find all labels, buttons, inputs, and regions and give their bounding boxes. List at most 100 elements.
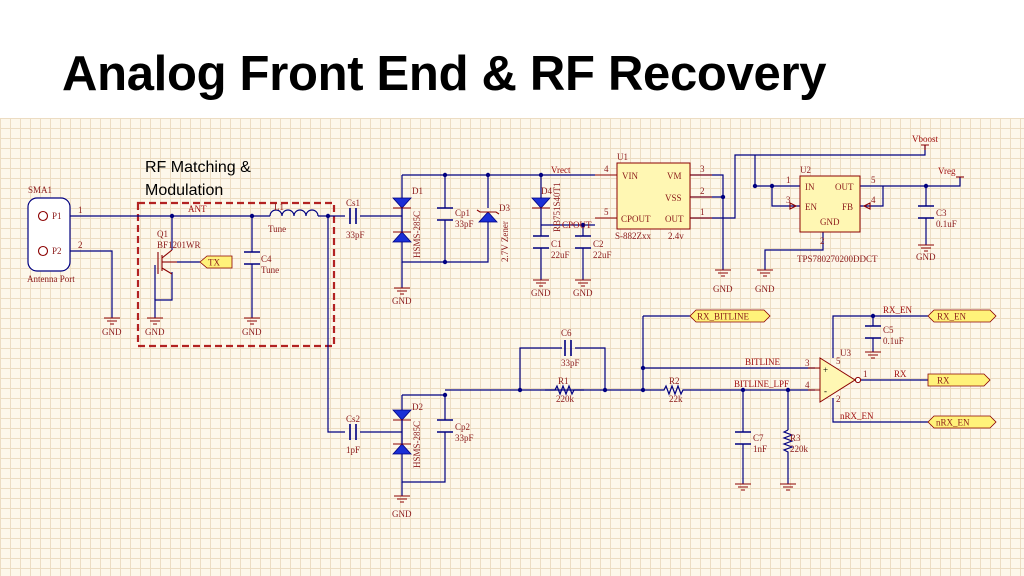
sma-connector: SMA1 P1 P2 Antenna Port 1 2: [27, 185, 83, 284]
u3-pin-num-5: 5: [836, 356, 841, 366]
u1-ic: U1 VIN VM VSS CPOUT OUT 4 5 3 2 1 S-882Z…: [595, 152, 712, 241]
gnd-q1-label: GND: [145, 327, 165, 337]
cp1-ref: Cp1: [455, 208, 470, 218]
net-tx: TX: [208, 258, 220, 268]
u1-pin-out: OUT: [665, 214, 684, 224]
r1-value: 220k: [556, 394, 575, 404]
gnd-u1-label: GND: [713, 284, 733, 294]
d3-value: 2.7V Zener: [500, 221, 510, 262]
u2-ref: U2: [800, 165, 811, 175]
sma-pin-p2: P2: [52, 246, 62, 256]
junctions: [169, 172, 929, 398]
cs2-capacitor: Cs2 1pF: [346, 414, 360, 455]
gnd-u1: GND: [713, 269, 733, 294]
port-rx-en: RX_EN: [937, 312, 967, 322]
port-rx-bitline: RX_BITLINE: [697, 312, 749, 322]
c4-ref: C4: [261, 254, 272, 264]
gnd-r3: [780, 483, 796, 491]
c4-capacitor: C4 Tune: [244, 251, 279, 275]
gnd-c2-label: GND: [573, 288, 593, 298]
cs2-value: 1pF: [346, 445, 360, 455]
u3-pin-num-1: 1: [863, 369, 868, 379]
u1-pin-num-out: 1: [700, 207, 705, 217]
gnd-c3: GND: [916, 244, 936, 262]
u1-voltage: 2.4v: [668, 231, 684, 241]
u1-value: S-882Zxx: [615, 231, 652, 241]
c5-ref: C5: [883, 325, 894, 335]
net-ant: ANT: [188, 204, 207, 214]
d4-value: RB751S40T1: [552, 182, 562, 232]
gnd-c1: GND: [531, 279, 551, 298]
sma-ref: SMA1: [28, 185, 52, 195]
c5-value: 0.1uF: [883, 336, 904, 346]
c7-ref: C7: [753, 433, 764, 443]
c6-value: 33pF: [561, 358, 580, 368]
schematic-sheet: RF Matching & Modulation SMA1 P1 P2 Ante…: [0, 118, 1024, 576]
sma-pin-num-2: 2: [78, 240, 83, 250]
cp2-capacitor: Cp2 33pF: [437, 419, 474, 444]
l1-value: Tune: [268, 224, 286, 234]
cp2-value: 33pF: [455, 433, 474, 443]
sma-pin-p1: P1: [52, 211, 62, 221]
c1-value: 22uF: [551, 250, 570, 260]
u3-pin-num-3: 3: [805, 358, 810, 368]
u2-en-pin-arrow: [789, 202, 798, 210]
c7-capacitor: C7 1nF: [735, 431, 767, 454]
gnd-d2-label: GND: [392, 509, 412, 519]
cs1-ref: Cs1: [346, 198, 360, 208]
c4-value: Tune: [261, 265, 279, 275]
gnd-c3-label: GND: [916, 252, 936, 262]
net-rx-en-label: RX_EN: [883, 305, 913, 315]
vreg-net: Vreg: [938, 166, 964, 178]
gnd-d2: GND: [392, 495, 412, 519]
gnd-c4: GND: [242, 317, 262, 337]
net-vreg: Vreg: [938, 166, 956, 176]
net-cpout: CPOUT: [562, 220, 592, 230]
u2-ic: U2 IN OUT EN FB GND 1 5 3 4 2 TPS7802702…: [786, 165, 878, 264]
q1-transistor: Q1 BF1201WR: [157, 229, 201, 275]
l1-ref: L1: [274, 202, 284, 212]
u1-ref: U1: [617, 152, 628, 162]
u2-pin-num-fb: 4: [871, 195, 876, 205]
cs1-capacitor: Cs1 33pF: [346, 198, 365, 240]
cs2-ref: Cs2: [346, 414, 360, 424]
r3-value: 220k: [790, 444, 809, 454]
rx-bitline-port: RX_BITLINE: [689, 309, 771, 323]
u2-pin-en: EN: [805, 202, 817, 212]
rx-en-port: RX_EN: [927, 309, 997, 323]
u1-pin-vss: VSS: [665, 193, 682, 203]
u2-pin-gnd: GND: [820, 217, 840, 227]
gnd-u2-label: GND: [755, 284, 775, 294]
r2-ref: R2: [669, 376, 680, 386]
rf-matching-group-box: [136, 201, 336, 348]
d4-diode: D4 RB751S40T1: [531, 182, 562, 232]
u2-pin-num-en: 3: [786, 195, 791, 205]
net-bitline: BITLINE: [745, 357, 780, 367]
r1-ref: R1: [558, 376, 569, 386]
d2-diode-pair: D2 HSMS-285C: [392, 402, 423, 468]
u1-pin-num-vin: 4: [604, 164, 609, 174]
r2-resistor: R2 22k: [660, 376, 690, 404]
gnd-c7: [735, 483, 751, 491]
gnd-d1-label: GND: [392, 296, 412, 306]
d1-diode-pair: D1 HSMS-285C: [392, 186, 423, 258]
u2-pin-fb: FB: [842, 202, 853, 212]
u1-pin-num-vm: 3: [700, 164, 705, 174]
rx-port: RX: [927, 373, 991, 387]
u3-minus: -: [824, 386, 827, 396]
gnd-c4-label: GND: [242, 327, 262, 337]
net-vrect: Vrect: [551, 165, 571, 175]
slide-title: Analog Front End & RF Recovery: [62, 47, 827, 101]
nrx-en-port: nRX_EN: [927, 415, 997, 429]
c3-value: 0.1uF: [936, 219, 957, 229]
group-label-line1: RF Matching &: [145, 159, 251, 176]
u3-comparator: U3 3 4 5 2 1 + -: [805, 348, 868, 404]
schematic-diagram: RF Matching & Modulation SMA1 P1 P2 Ante…: [27, 134, 997, 519]
u2-value: TPS780270200DDCT: [797, 254, 878, 264]
c1-ref: C1: [551, 239, 562, 249]
c3-capacitor: C3 0.1uF: [918, 205, 957, 229]
u1-pin-num-vss: 2: [700, 186, 705, 196]
u2-pin-out: OUT: [835, 182, 854, 192]
gnd-c2: GND: [573, 279, 593, 298]
u1-pin-vm: VM: [667, 171, 682, 181]
